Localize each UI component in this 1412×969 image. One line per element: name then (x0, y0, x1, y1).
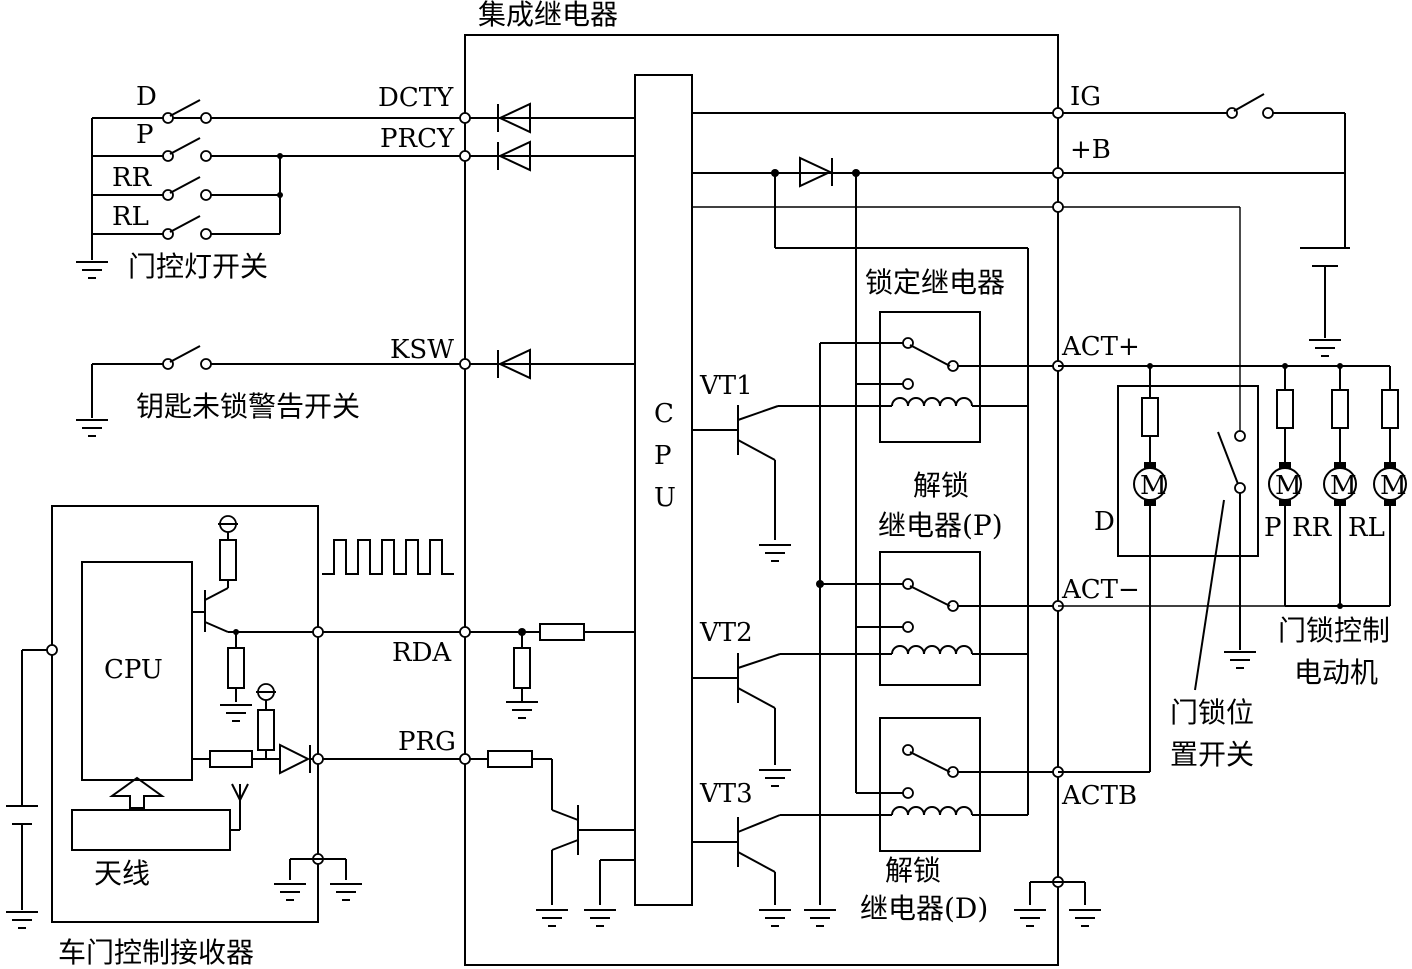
door-courtesy-switches: D P RR RL 门控灯开关 (75, 82, 283, 283)
input-rda: RDA (318, 623, 635, 719)
relay-unlock-d-line1: 解锁 (885, 854, 941, 887)
motor-rl-symbol: M (1380, 471, 1407, 501)
key-warning-switch-title: 钥匙未锁警告开关 (136, 390, 360, 423)
pin-b-label: +B (1070, 135, 1111, 165)
relay-cpu-letter-u: U (654, 483, 676, 513)
supply-lines: IG +B (692, 82, 1350, 815)
vt3-label: VT3 (699, 779, 753, 809)
pin-rda-label: RDA (392, 638, 452, 668)
pin-prcy-label: PRCY (380, 124, 455, 154)
door-switch-rl-label: RL (112, 202, 149, 232)
pin-actb-label: ACTB (1061, 781, 1137, 811)
door-switch-rr-label: RR (112, 163, 153, 193)
relay-cpu-letter-p: P (654, 441, 672, 471)
receiver-cpu-label: CPU (104, 655, 163, 685)
pin-ig-label: IG (1070, 82, 1101, 112)
input-ksw: KSW (210, 335, 635, 380)
transistor-vt2: VT2 (692, 618, 792, 787)
input-prg: PRG (318, 727, 635, 927)
motors-title-line2: 电动机 (1294, 656, 1378, 689)
door-control-receiver: 车门控制接收器 CPU (5, 505, 454, 969)
motor-p-label: P (1264, 513, 1282, 543)
position-switch-line2: 置开关 (1170, 738, 1254, 771)
pin-act-plus-label: ACT+ (1061, 332, 1140, 362)
input-prcy: PRCY (210, 124, 635, 172)
motor-p-symbol: M (1275, 471, 1302, 501)
input-dcty: DCTY (92, 83, 635, 134)
pin-prg-label: PRG (398, 727, 456, 757)
integrated-relay-title: 集成继电器 (478, 0, 618, 31)
receiver-title: 车门控制接收器 (58, 936, 254, 969)
motors-title-line1: 门锁控制 (1278, 614, 1390, 647)
pin-dcty-label: DCTY (378, 83, 454, 113)
vt2-label: VT2 (699, 618, 753, 648)
transistor-vt1: VT1 (692, 371, 880, 562)
door-switch-d-label: D (136, 82, 157, 112)
door-switches-title: 门控灯开关 (128, 250, 268, 283)
motor-d-label: D (1094, 507, 1115, 537)
antenna-label: 天线 (94, 857, 150, 890)
integrated-relay: 集成继电器 C P U DCTY PRCY KSW (92, 0, 1350, 966)
door-switch-p-label: P (136, 120, 154, 150)
motor-rl-label: RL (1348, 513, 1385, 543)
motor-rr-label: RR (1292, 513, 1333, 543)
pin-ksw-label: KSW (390, 335, 454, 365)
relay-cpu-letter-c: C (654, 399, 674, 429)
relay-unlock-d-line2: 继电器(D) (860, 892, 988, 925)
transistor-vt3: VT3 (692, 779, 792, 927)
relay-cpu: C P U (634, 74, 693, 906)
position-switch-line1: 门锁位 (1170, 696, 1254, 729)
door-lock-motors: M D 门锁位 置开关 M P M RR (1058, 207, 1407, 773)
relay-unlock-d: 解锁 继电器(D) (780, 717, 1058, 925)
relay-unlock-p: 解锁 继电器(P) (780, 469, 1058, 686)
vt1-label: VT1 (699, 371, 753, 401)
relay-unlock-p-line2: 继电器(P) (878, 509, 1003, 542)
key-warning-switch: 钥匙未锁警告开关 (75, 345, 360, 437)
pin-act-minus-label: ACT− (1061, 575, 1140, 605)
pulse-waveform (322, 539, 454, 575)
relay-unlock-p-line1: 解锁 (913, 469, 969, 502)
motor-d-symbol: M (1140, 471, 1167, 501)
motor-rr-symbol: M (1330, 471, 1357, 501)
relay-lock: 锁定继电器 (820, 266, 1058, 443)
relay-lock-label: 锁定继电器 (865, 266, 1005, 299)
